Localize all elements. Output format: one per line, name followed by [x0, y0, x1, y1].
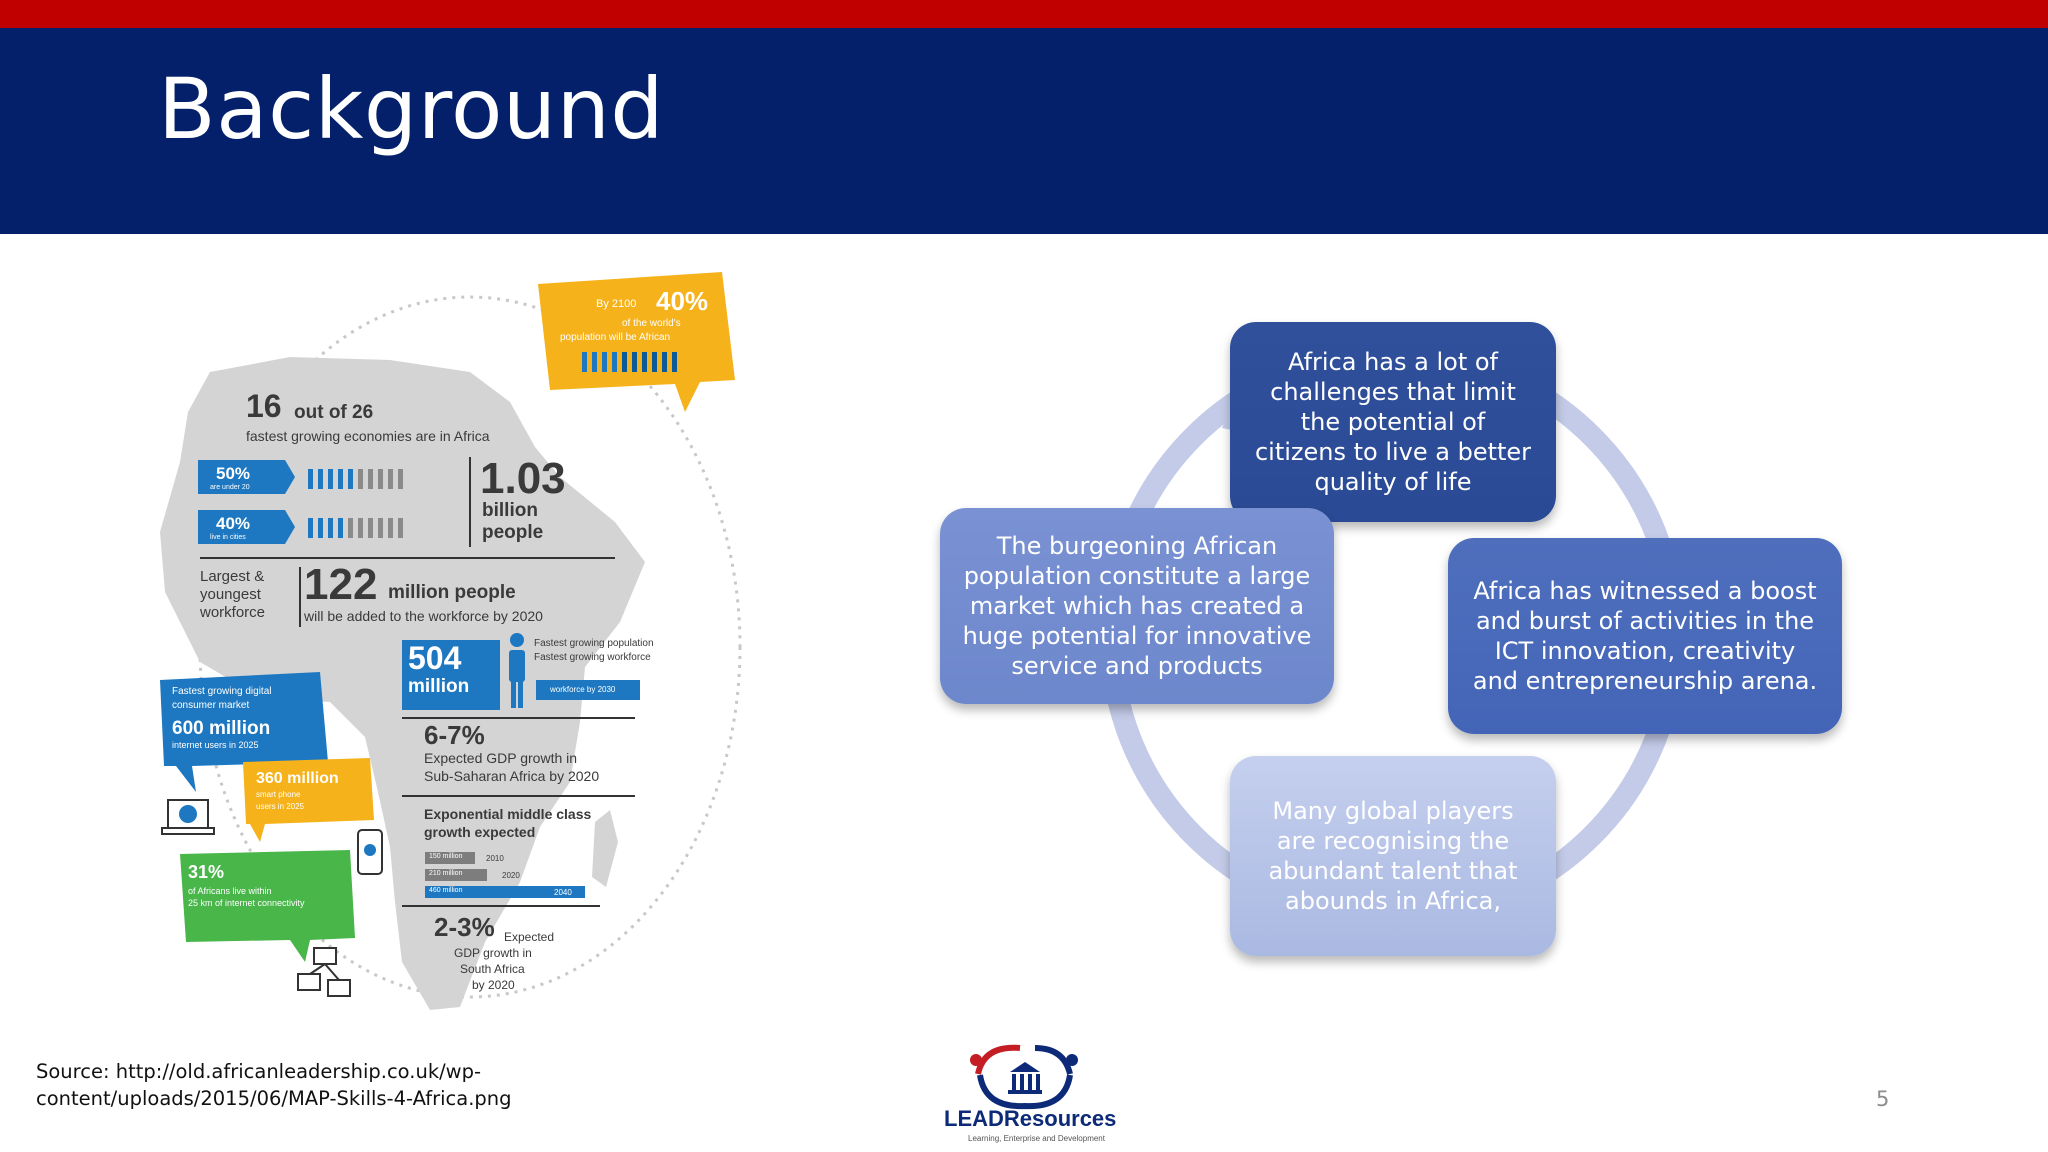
mc-bar-label-2040: 460 million — [429, 887, 463, 894]
workforce2-unit: million — [408, 676, 470, 697]
top-accent-bar — [0, 0, 2048, 28]
cities-value: 40% — [216, 514, 251, 533]
under20-value: 50% — [216, 464, 251, 483]
logo-lead: LEAD — [944, 1106, 1004, 1131]
globe-icon — [179, 805, 197, 823]
africa-map-graphic — [160, 272, 742, 1010]
mc-year-2020: 2020 — [502, 871, 520, 880]
workforce-2030-label: workforce by 2030 — [550, 685, 616, 694]
bubble-2100-line1: of the world's — [622, 318, 681, 329]
internet-label: internet users in 2025 — [172, 740, 259, 750]
gdp-text-1: Expected GDP growth in — [424, 750, 578, 766]
workforce-number: 122 — [304, 560, 378, 609]
source-line-1: Source: http://old.africanleadership.co.… — [36, 1060, 482, 1083]
connectivity-label-2: 25 km of internet connectivity — [188, 898, 305, 908]
cycle-box-challenges: Africa has a lot of challenges that limi… — [1230, 322, 1556, 522]
mc-bar-2010 — [425, 852, 475, 864]
slide-header — [0, 28, 2048, 234]
cycle-box-ict-boost: Africa has witnessed a boost and burst o… — [1448, 538, 1842, 734]
sa-text-3: by 2020 — [472, 978, 515, 992]
sa-text-2: South Africa — [460, 962, 525, 976]
middle-class-1: Exponential middle class — [424, 806, 592, 822]
internet-value: 600 million — [172, 718, 271, 739]
economies-text: fastest growing economies are in Africa — [246, 428, 490, 444]
people-icons-under20 — [308, 469, 403, 489]
gdp-value: 6-7% — [424, 720, 485, 750]
tag-under20 — [198, 460, 295, 494]
digital-title-2: consumer market — [172, 700, 250, 711]
smartphone-value: 360 million — [256, 770, 339, 787]
middle-class-2: growth expected — [424, 824, 536, 840]
tag-workforce-2030 — [536, 680, 640, 700]
workforce-label-3: workforce — [200, 604, 266, 621]
bubble-2100-value: 40% — [656, 286, 709, 316]
madagascar-shape — [592, 810, 618, 887]
sa-value: 2-3% — [434, 912, 495, 942]
workforce2-value: 504 — [408, 640, 462, 676]
mc-year-2010: 2010 — [486, 854, 504, 863]
bubble-connectivity — [180, 850, 355, 962]
africa-infographic: By 2100 40% of the world's population wi… — [140, 262, 750, 1022]
logo-tagline: Learning, Enterprise and Development — [968, 1134, 1105, 1143]
slide-title: Background — [158, 60, 665, 158]
source-citation: Source: http://old.africanleadership.co.… — [36, 1058, 512, 1112]
sa-text-0: Expected — [504, 930, 555, 944]
workforce-label-2: youngest — [200, 586, 261, 603]
digital-title-1: Fastest growing digital — [172, 686, 272, 697]
workforce-unit: million people — [388, 582, 516, 603]
bubble-smartphone — [243, 758, 374, 842]
workforce-label-1: Largest & — [200, 568, 265, 585]
mc-bar-2020 — [425, 869, 487, 881]
fastest-workforce: Fastest growing workforce — [534, 652, 651, 663]
computer-network-icon — [297, 947, 351, 997]
person-icon-504 — [509, 633, 525, 708]
tag-cities — [198, 510, 295, 544]
smartphone-label-2: users in 2025 — [256, 802, 305, 811]
cycle-box-global-players: Many global players are recognising the … — [1230, 756, 1556, 956]
smartphone-icon — [357, 829, 383, 875]
mc-bar-2040 — [425, 886, 585, 898]
cycle-diagram: Africa has a lot of challenges that limi… — [930, 310, 1860, 970]
cycle-box-population-market: The burgeoning African population consti… — [940, 508, 1334, 704]
people-icons-cities — [308, 518, 403, 538]
people-icons-2100 — [582, 352, 677, 372]
workforce-text: will be added to the workforce by 2020 — [304, 608, 543, 624]
logo-resources: Resources — [1003, 1106, 1117, 1131]
box-504 — [402, 640, 500, 710]
sa-text-1: GDP growth in — [454, 946, 532, 960]
mc-bar-label-2020: 210 million — [429, 870, 463, 877]
population-value: 1.03 — [480, 454, 566, 503]
connectivity-value: 31% — [188, 862, 225, 882]
dotted-globe-outline — [198, 295, 742, 999]
bubble-2100-prefix: By 2100 — [596, 298, 637, 310]
fastest-population: Fastest growing population — [534, 638, 654, 649]
economies-number: 16 — [246, 388, 282, 424]
mc-bar-label-2010: 150 million — [429, 853, 463, 860]
connectivity-label-1: of Africans live within — [188, 886, 272, 896]
bubble-2100-line2: population will be African — [560, 332, 671, 343]
under20-label: are under 20 — [210, 484, 250, 491]
population-unit2: people — [482, 522, 544, 543]
gdp-text-2: Sub-Saharan Africa by 2020 — [424, 768, 600, 784]
logo-emblem — [970, 1044, 1078, 1110]
cities-label: live in cities — [210, 534, 246, 541]
bubble-2100 — [538, 272, 735, 412]
logo-wordmark: LEADResources — [944, 1106, 1116, 1132]
mc-year-2040: 2040 — [554, 888, 572, 897]
population-unit1: billion — [482, 500, 538, 521]
page-number: 5 — [1876, 1087, 1890, 1111]
smartphone-label-1: smart phone — [256, 790, 301, 799]
economies-outof: out of 26 — [294, 402, 374, 423]
source-line-2: content/uploads/2015/06/MAP-Skills-4-Afr… — [36, 1087, 512, 1110]
lead-resources-logo: LEADResources Learning, Enterprise and D… — [940, 1040, 1120, 1152]
laptop-icon — [161, 799, 215, 835]
